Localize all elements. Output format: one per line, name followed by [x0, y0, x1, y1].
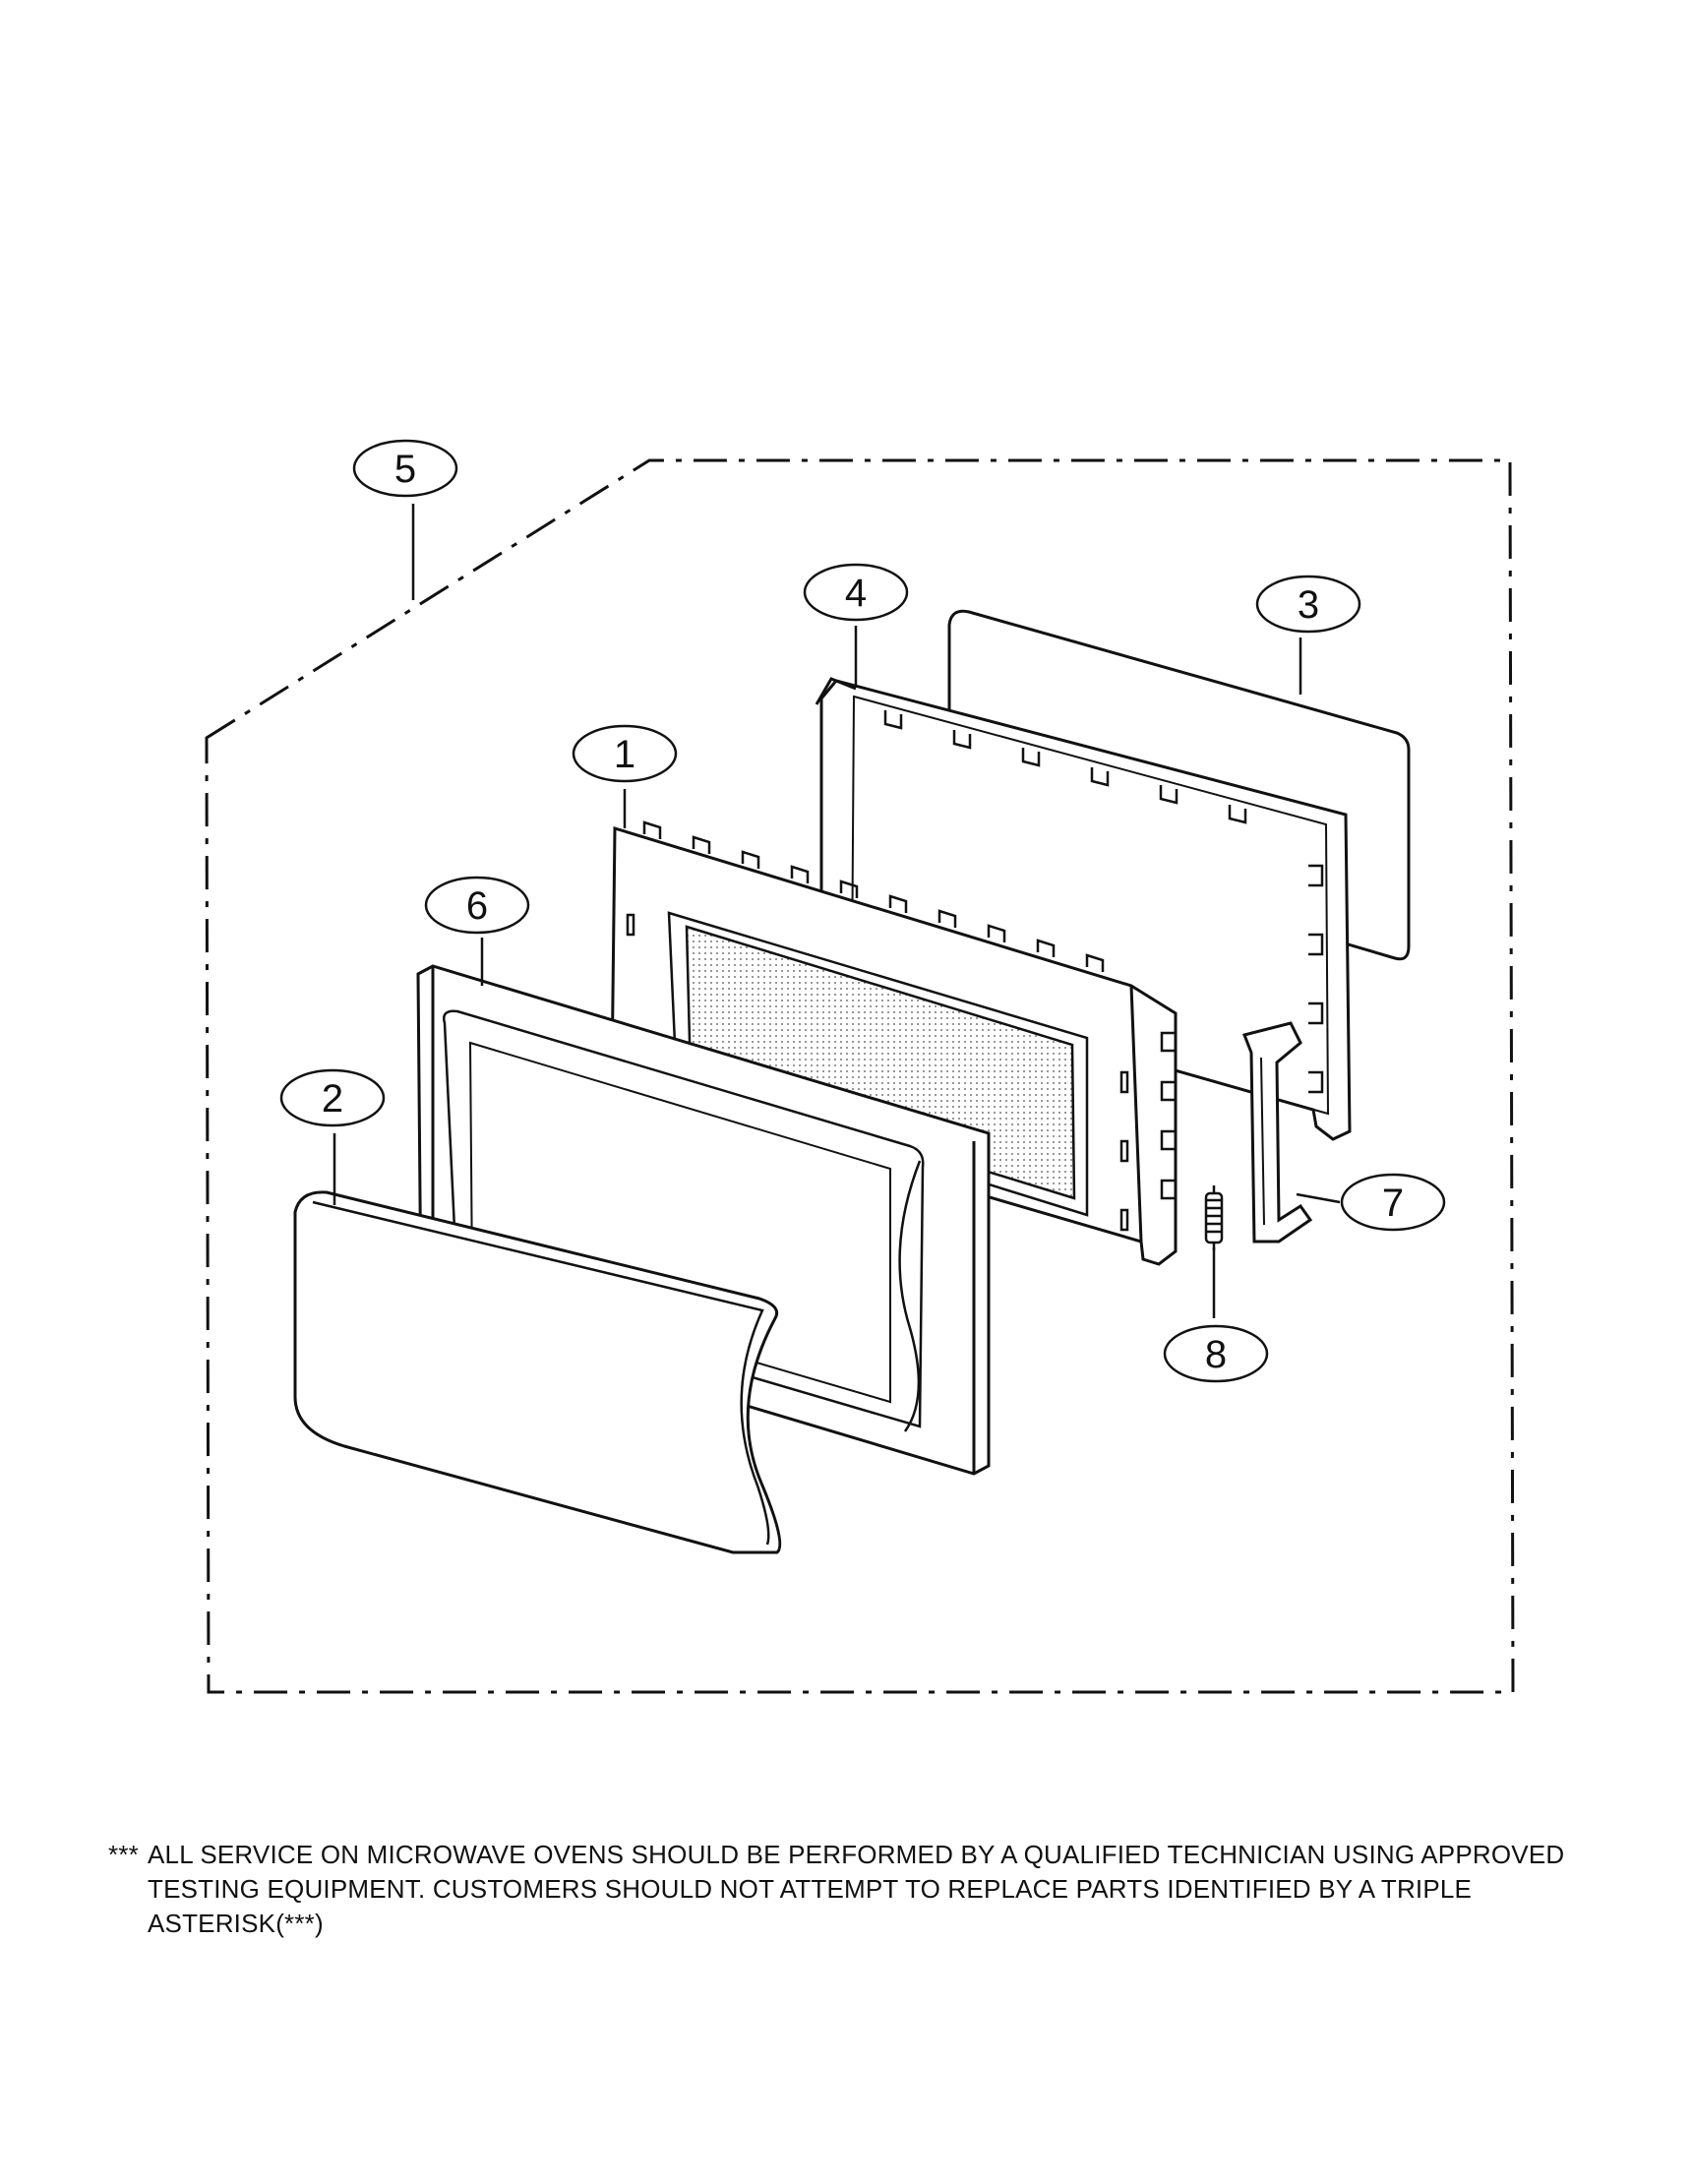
svg-text:7: 7: [1382, 1182, 1404, 1225]
part-4-frame: [815, 677, 1352, 1141]
assembly-boundary: [205, 458, 1515, 1694]
callout-3: 3: [1255, 575, 1361, 634]
service-warning-text: ALL SERVICE ON MICROWAVE OVENS SHOULD BE…: [148, 1840, 1565, 1938]
callout-2: 2: [279, 1068, 386, 1127]
callout-8: 8: [1163, 1324, 1269, 1383]
svg-text:1: 1: [614, 733, 635, 776]
svg-text:4: 4: [845, 572, 867, 615]
service-warning-note: *** ALL SERVICE ON MICROWAVE OVENS SHOUL…: [108, 1838, 1643, 1941]
callout-4: 4: [803, 563, 909, 622]
callout-6: 6: [424, 876, 530, 935]
callout-1: 1: [572, 724, 678, 783]
asterisk-mark: ***: [108, 1840, 139, 1869]
part-8-spring: [1204, 1185, 1224, 1250]
svg-text:2: 2: [322, 1077, 343, 1121]
svg-text:5: 5: [394, 448, 416, 491]
svg-text:3: 3: [1298, 583, 1319, 627]
part-2-door-cover: [293, 1190, 782, 1554]
svg-text:6: 6: [466, 884, 488, 928]
exploded-parts-diagram: 5 4 3 1 6 2 7 8: [205, 439, 1515, 1694]
callout-5: 5: [352, 439, 458, 498]
part-7-latch: [1241, 1021, 1313, 1244]
leader-lines: [332, 504, 1341, 1318]
svg-text:8: 8: [1205, 1333, 1227, 1376]
callout-7: 7: [1340, 1173, 1446, 1232]
